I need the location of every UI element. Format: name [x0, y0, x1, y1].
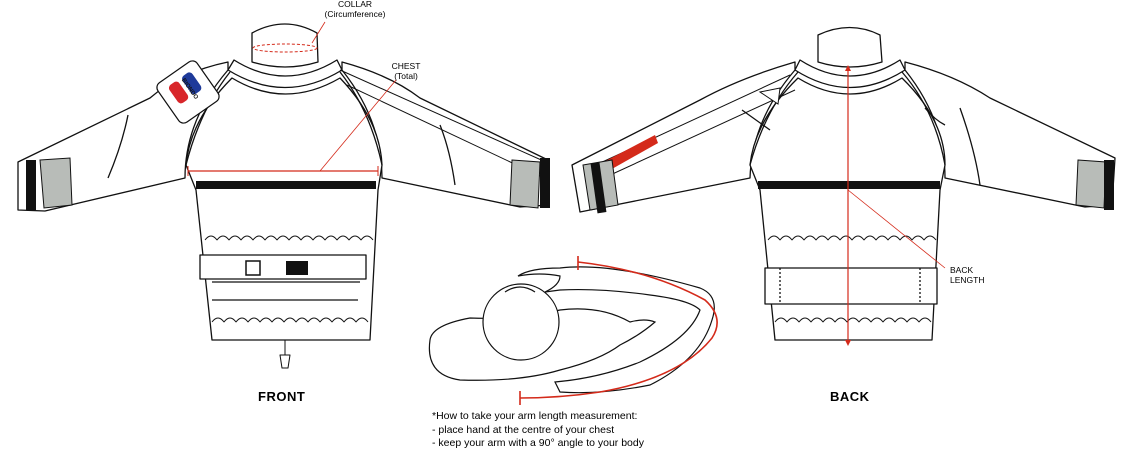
head-outline: [482, 283, 560, 361]
back-left-cuff-band: [590, 162, 607, 214]
instructions-title: *How to take your arm length measurement…: [432, 410, 638, 422]
back-sleeve-patch: [758, 87, 781, 105]
back-right-cuff-band: [1104, 160, 1114, 210]
chest-leader-line: [319, 79, 397, 172]
chest-label-line2: (Total): [394, 70, 418, 81]
back-length-leader-line: [847, 189, 946, 269]
front-waist-belt: [199, 254, 367, 280]
arm-length-measure-line: [519, 261, 718, 399]
collar-measure-line: [252, 43, 318, 53]
back-waist-belt: [764, 267, 938, 305]
front-buckle-right: [286, 261, 308, 275]
arm-measurement-instructions: *How to take your arm length measurement…: [432, 410, 644, 451]
back-length-label: BACK LENGTH: [950, 265, 1010, 286]
back-view-label: BACK: [830, 389, 870, 404]
collar-leader-line: [311, 21, 326, 44]
front-view-label: FRONT: [258, 389, 306, 404]
back-right-sleeve: [904, 61, 1116, 208]
back-length-label-line2: LENGTH: [950, 274, 985, 285]
back-length-label-line1: BACK: [950, 265, 974, 275]
instructions-step-2: - keep your arm with a 90° angle to your…: [432, 437, 644, 450]
front-collar: [251, 23, 319, 68]
instructions-step-1: - place hand at the centre of your chest: [432, 423, 615, 436]
front-neck-band: [227, 59, 343, 89]
back-chest-band: [758, 181, 940, 189]
front-jacket: [17, 23, 549, 369]
chest-label-line1: CHEST: [391, 61, 421, 71]
back-collar: [817, 26, 883, 68]
front-torso: [185, 77, 383, 341]
arm-outline: [517, 266, 715, 394]
front-chest-band: [196, 181, 376, 189]
front-right-sleeve: [341, 61, 549, 208]
back-right-cuff: [1075, 159, 1107, 209]
arm-measurement-figure: [428, 266, 715, 394]
front-right-cuff: [509, 159, 541, 209]
front-buckle-left: [245, 260, 261, 276]
front-left-cuff: [39, 157, 73, 209]
back-neck-band: [794, 59, 906, 89]
front-right-cuff-band: [540, 158, 550, 208]
front-left-cuff-band: [26, 160, 36, 210]
collar-label: COLLAR (Circumference): [315, 0, 395, 20]
logo-patch: [156, 60, 220, 124]
collar-label-line2: (Circumference): [324, 8, 386, 19]
collar-label-line1: COLLAR: [337, 0, 372, 9]
chest-label: CHEST (Total): [378, 61, 434, 82]
